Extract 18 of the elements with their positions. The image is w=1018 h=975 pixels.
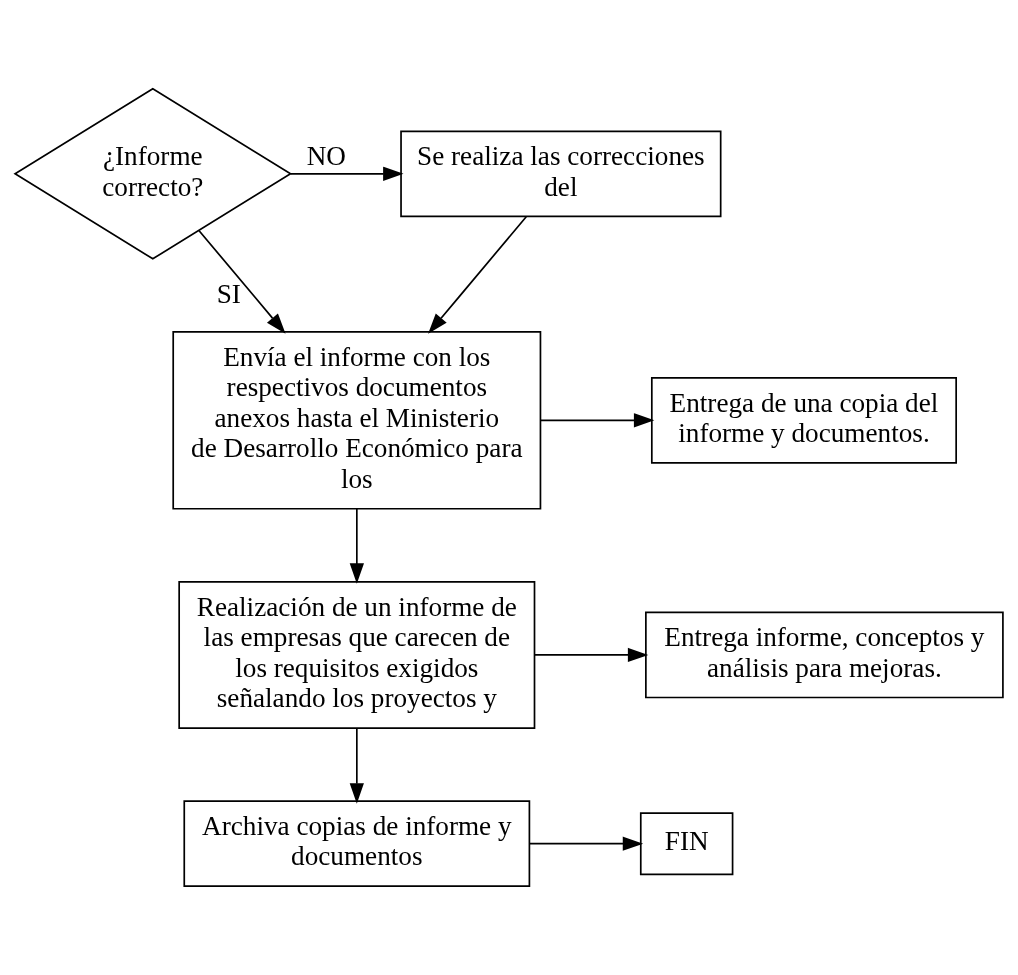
arrow: [349, 507, 364, 584]
node-box: FIN: [639, 812, 734, 876]
node-box: Envía el informe con los respectivos documentos anexos hasta el Ministerio de Desarrollo Económico para los: [172, 331, 542, 510]
arrow: [198, 229, 286, 334]
arrow: [534, 647, 649, 663]
node-box: Entrega de una copia del informe y documentos.: [650, 377, 957, 464]
arrow: [349, 727, 364, 804]
arrow: [289, 166, 404, 181]
node-box: Realización de un informe de las empresas que carecen de los requisitos exigidos señalando los proyectos y: [178, 581, 536, 729]
node-diamond: ¿Informe correcto?: [13, 87, 293, 260]
edge-label: SI: [216, 279, 241, 310]
node-box: Entrega informe, conceptos y análisis para mejoras.: [645, 611, 1004, 699]
arrow: [528, 836, 644, 851]
arrow: [428, 215, 528, 334]
edge-label: NO: [306, 140, 347, 171]
node-box: Archiva copias de informe y documentos: [183, 800, 531, 888]
node-box: Se realiza las correcciones del: [400, 130, 722, 218]
arrow: [539, 413, 655, 428]
